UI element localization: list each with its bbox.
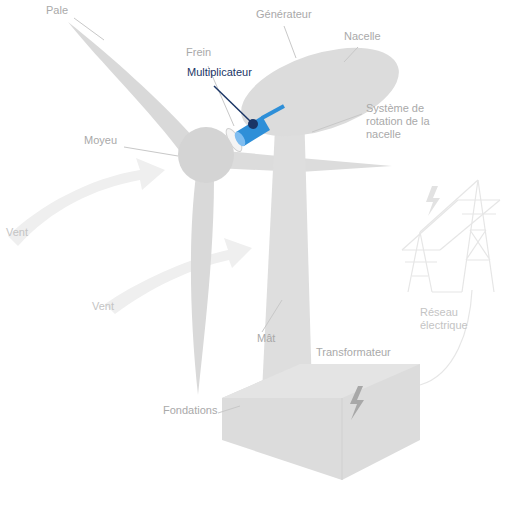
part-label: Frein	[186, 46, 211, 59]
wind-label: Vent	[92, 300, 114, 313]
part-label: Moyeu	[84, 134, 117, 147]
part-label: Transformateur	[316, 346, 391, 359]
part-label: Nacelle	[344, 30, 381, 43]
blade	[68, 22, 196, 158]
part-label: Mât	[257, 332, 275, 345]
power-pylons	[402, 180, 500, 385]
wind-label: Vent	[6, 226, 28, 239]
part-label: Fondations	[163, 404, 217, 417]
foundations	[222, 364, 420, 480]
mast	[262, 108, 312, 392]
part-label: Système de rotation de la nacelle	[366, 102, 432, 141]
grid-label: Réseau électrique	[420, 306, 476, 332]
lightning-symbol	[426, 186, 440, 216]
part-label: Pale	[46, 4, 68, 17]
part-label: Générateur	[256, 8, 312, 21]
hub	[178, 127, 234, 183]
wind-arrow	[8, 158, 252, 314]
blade	[191, 175, 214, 395]
leader-line	[214, 86, 250, 121]
lightning-symbol	[350, 386, 364, 420]
highlighted-part-label: Multiplicateur	[187, 66, 252, 79]
